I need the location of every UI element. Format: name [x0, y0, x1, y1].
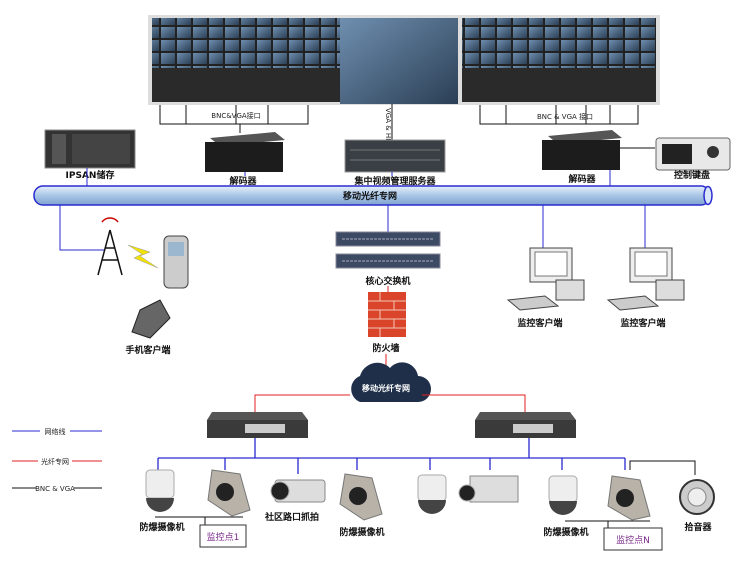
microphone-icon	[679, 479, 715, 515]
explosion-proof-camera-icon	[607, 475, 651, 521]
legend-bnc-vga: BNC & VGA	[35, 485, 75, 493]
box-camera-icon	[458, 475, 519, 503]
dome-camera-icon	[145, 469, 175, 512]
computer-icon	[606, 247, 685, 311]
mobile-phone-icon	[131, 299, 171, 339]
site-n-box	[603, 527, 663, 551]
site-1-box	[199, 524, 247, 548]
site-n-label: 监控点N	[616, 534, 650, 546]
site-1-label: 监控点1	[207, 531, 240, 543]
left-interface-label: BNC&VGA接口	[211, 111, 260, 120]
bullet-camera-icon	[270, 479, 326, 503]
decoder-right-label: 解码器	[568, 173, 596, 185]
explosion-proof-camera-icon	[339, 473, 383, 521]
legend: 网络线 光纤专网 BNC & VGA	[12, 425, 102, 493]
camera-label: 防爆摄像机	[339, 526, 384, 538]
cloud-label: 移动光纤专网	[362, 383, 410, 393]
access-switch-icon	[475, 412, 576, 438]
camera-label: 社区路口抓拍	[264, 511, 319, 523]
dome-camera-icon	[548, 475, 578, 515]
storage-label: IPSAN储存	[66, 169, 115, 181]
backbone-pipe	[33, 185, 713, 206]
dome-camera-icon	[417, 474, 447, 514]
phone-icon	[163, 235, 189, 289]
decoder-icon	[542, 130, 622, 170]
legend-fiber: 光纤专网	[41, 457, 69, 466]
backbone-label: 移动光纤专网	[343, 190, 397, 202]
computer-icon	[506, 247, 585, 311]
signal-bolt-icon	[127, 244, 159, 269]
access-switch-icon	[207, 412, 308, 438]
microphone-label: 拾音器	[684, 521, 712, 533]
video-wall	[148, 15, 660, 105]
camera-label: 防爆摄像机	[543, 526, 588, 538]
mobile-client-label: 手机客户端	[125, 344, 170, 356]
decoder-icon	[205, 132, 285, 172]
pc-client-2-label: 监控客户端	[620, 317, 665, 329]
camera-label: 防爆摄像机	[139, 521, 184, 533]
firewall-icon	[368, 292, 406, 337]
legend-network-cable: 网络线	[45, 427, 66, 436]
server-icon	[344, 139, 446, 173]
pc-client-1-label: 监控客户端	[517, 317, 562, 329]
decoder-left-label: 解码器	[229, 175, 257, 187]
keyboard-label: 控制键盘	[674, 169, 710, 181]
center-interface-label: VGA & HDMI接口	[384, 108, 393, 166]
right-interface-label: BNC & VGA 接口	[537, 112, 593, 121]
storage-icon	[44, 129, 136, 169]
cloud-icon	[351, 362, 431, 402]
control-keyboard-icon	[655, 137, 731, 171]
server-label: 集中视频管理服务器	[353, 175, 436, 187]
core-switch-label: 核心交换机	[365, 275, 410, 287]
explosion-proof-camera-icon	[207, 469, 251, 517]
core-switch-icon	[335, 231, 441, 269]
cell-tower-icon	[97, 217, 123, 276]
firewall-label: 防火墙	[372, 342, 399, 354]
